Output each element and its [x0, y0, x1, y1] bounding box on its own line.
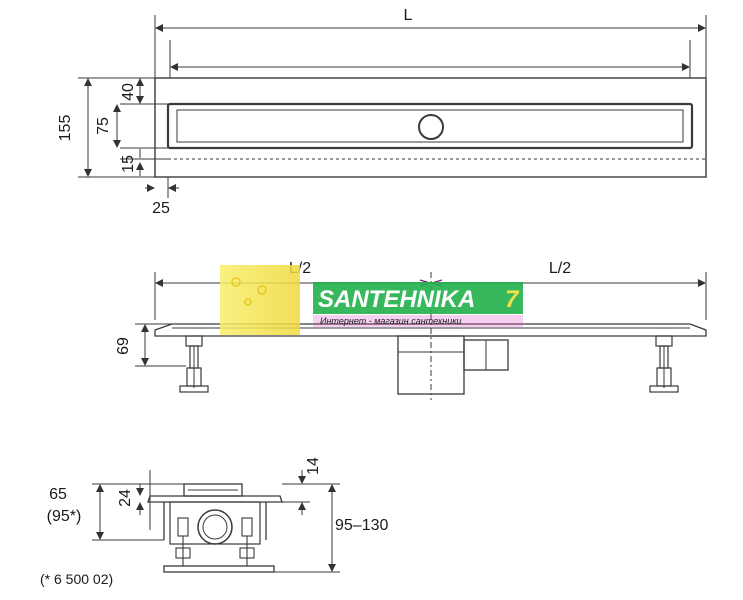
side-view-labels: L/2 L/2 69 — [115, 260, 571, 355]
watermark-slogan: Интернет - магазин сантехники — [320, 316, 462, 326]
left-foot — [179, 335, 209, 393]
watermark-yellow-block — [220, 265, 300, 335]
side-height-label: 69 — [115, 337, 132, 355]
section-top-label: 14 — [305, 457, 322, 475]
length-label: L — [404, 7, 413, 24]
top-view-labels: L 155 40 75 15 25 — [57, 7, 413, 217]
section-height-label: 65 — [49, 486, 67, 503]
section-pipe-circle — [197, 509, 233, 545]
watermark-brand-number: 7 — [505, 286, 520, 313]
watermark-pink-strip — [313, 315, 523, 327]
top-view — [78, 15, 707, 198]
channel-recess — [166, 102, 694, 150]
section-view-labels: 65 (95*) 24 14 95–130 (* 6 500 02) — [40, 457, 388, 587]
channel-body-outline — [154, 77, 707, 178]
height-bottom-label: 15 — [120, 155, 137, 173]
height-total-label: 155 — [57, 115, 74, 142]
grate-cover — [176, 109, 684, 143]
edge-width-label: 25 — [152, 200, 170, 217]
half-length-right-label: L/2 — [549, 260, 571, 277]
section-depth-label: 24 — [117, 489, 134, 507]
section-left-leg — [175, 517, 191, 566]
section-height-alt-label: (95*) — [47, 508, 82, 525]
right-foot — [649, 335, 679, 393]
section-view — [92, 470, 340, 573]
section-range-label: 95–130 — [335, 517, 388, 534]
watermark-green-banner — [313, 282, 523, 314]
watermark-brand: SANTEHNIKA — [318, 286, 475, 313]
store-watermark: SANTEHNIKA 7 Интернет - магазин сантехни… — [220, 265, 523, 335]
footnote-label: (* 6 500 02) — [40, 571, 113, 587]
height-channel-label: 75 — [95, 117, 112, 135]
drain-outlet-circle — [418, 114, 444, 140]
height-top-label: 40 — [120, 83, 137, 101]
section-right-leg — [239, 517, 255, 566]
